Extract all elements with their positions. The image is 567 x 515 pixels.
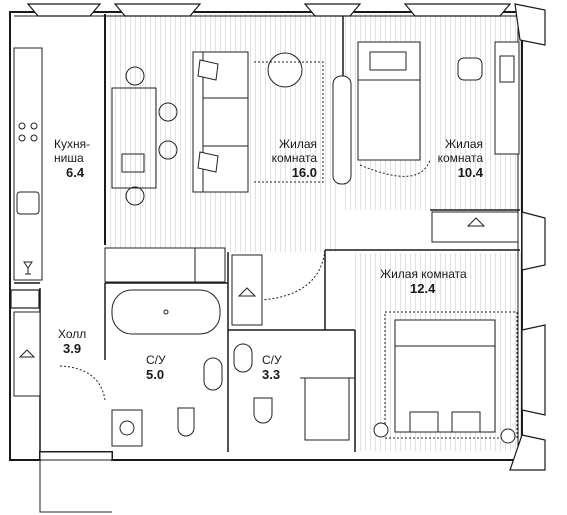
room-name: Жилая комната bbox=[437, 137, 483, 165]
storage bbox=[13, 247, 326, 397]
door-swing-arc bbox=[59, 365, 106, 401]
door-swing-living bbox=[261, 249, 326, 301]
dining-table bbox=[111, 87, 157, 189]
living-furniture bbox=[192, 51, 352, 193]
room-label-kitchen: Кухня- ниша 6.4 bbox=[54, 137, 91, 181]
stove-icon bbox=[18, 122, 38, 142]
window-right-bottom bbox=[521, 324, 546, 416]
window-living-2 bbox=[303, 3, 362, 17]
shower bbox=[304, 377, 350, 441]
hanger-icon bbox=[466, 217, 486, 227]
room-name: Холл bbox=[58, 327, 87, 341]
windows bbox=[26, 3, 546, 471]
door-swing-hall bbox=[39, 452, 112, 513]
door-swing-top-bedroom bbox=[359, 159, 431, 177]
room-name: Кухня- ниша bbox=[54, 137, 91, 165]
monitor-icon bbox=[499, 55, 515, 83]
lamp-icon bbox=[500, 428, 516, 444]
counter bbox=[13, 47, 43, 281]
room-label-living: Жилая комната 16.0 bbox=[255, 137, 317, 181]
room-name: Жилая комната bbox=[271, 137, 317, 165]
wall-column bbox=[10, 289, 40, 309]
room-label-bedroom-bottom: Жилая комната 12.4 bbox=[380, 267, 467, 297]
chair bbox=[125, 66, 145, 86]
room-label-bathroom-1: С/У 5.0 bbox=[146, 353, 166, 383]
room-label-hall: Холл 3.9 bbox=[58, 327, 87, 357]
hall-door-frame bbox=[39, 451, 113, 461]
sink-bath1 bbox=[203, 357, 223, 391]
hanger-icon bbox=[237, 287, 257, 297]
room-area: 3.9 bbox=[63, 340, 82, 356]
room-name: Жилая комната bbox=[380, 267, 467, 281]
dining-set bbox=[111, 66, 178, 206]
window-bedroom-top bbox=[403, 3, 512, 17]
rug-outline bbox=[254, 61, 324, 183]
room-area: 6.4 bbox=[66, 164, 85, 180]
pillow bbox=[369, 51, 407, 71]
appliance-icon bbox=[121, 153, 145, 173]
room-name: С/У bbox=[146, 353, 166, 367]
room-area: 16.0 bbox=[291, 164, 317, 180]
toilet-bath1 bbox=[177, 407, 195, 437]
bed-outline bbox=[384, 311, 518, 439]
room-name: С/У bbox=[262, 353, 282, 367]
wine-glass-icon bbox=[23, 261, 33, 275]
hanger-icon bbox=[18, 349, 36, 358]
kitchen-counter bbox=[13, 47, 43, 281]
sink-icon bbox=[16, 191, 40, 215]
window-living-1 bbox=[113, 3, 202, 17]
cushion bbox=[197, 59, 219, 81]
chair-desk bbox=[457, 57, 483, 81]
side-table bbox=[267, 52, 303, 88]
room-area: 12.4 bbox=[410, 280, 436, 296]
room-area: 10.4 bbox=[457, 164, 483, 180]
room-area: 5.0 bbox=[146, 366, 165, 382]
chair bbox=[125, 186, 145, 206]
room-area: 3.3 bbox=[262, 366, 281, 382]
window-right-mid bbox=[521, 211, 546, 271]
bathroom-fixtures bbox=[39, 289, 355, 513]
wardrobe-top bbox=[431, 211, 519, 243]
window-corner-top bbox=[514, 3, 546, 46]
wardrobe-living bbox=[332, 75, 352, 185]
room-label-bathroom-2: С/У 3.3 bbox=[262, 353, 282, 383]
room-label-bedroom-top: Жилая комната 10.4 bbox=[425, 137, 483, 181]
sink-bath2 bbox=[233, 343, 253, 373]
pillow bbox=[409, 411, 439, 433]
bedroom-top-furniture bbox=[357, 41, 520, 243]
chair bbox=[158, 102, 178, 122]
lamp-icon bbox=[373, 422, 389, 438]
hall-closet bbox=[13, 311, 41, 397]
cushion bbox=[197, 151, 219, 173]
closet bbox=[231, 254, 263, 326]
chair bbox=[158, 140, 178, 160]
window-kitchen bbox=[26, 3, 102, 17]
kitchen-upper-unit bbox=[104, 247, 226, 283]
window-corner-bottom bbox=[509, 434, 546, 471]
toilet-bath2 bbox=[253, 397, 273, 424]
bedroom-bottom-furniture bbox=[373, 311, 518, 444]
pillow bbox=[451, 411, 481, 433]
